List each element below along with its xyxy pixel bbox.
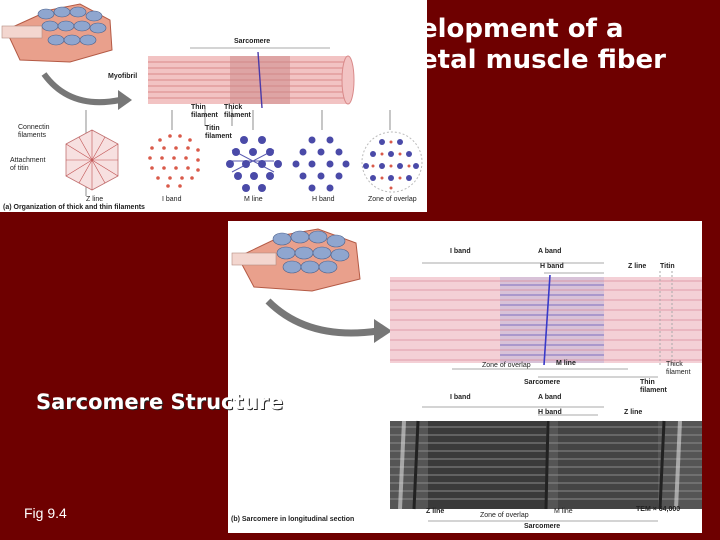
cross-section-m-line bbox=[226, 136, 282, 192]
label-b-h-band-2: H band bbox=[538, 409, 562, 416]
slide-title-line-2: etal muscle fiber bbox=[420, 45, 666, 75]
label-b-a-band: A band bbox=[538, 248, 562, 255]
label-b-zone-of-overlap-2: Zone of overlap bbox=[480, 512, 529, 519]
label-b-sarcomere: Sarcomere bbox=[524, 379, 561, 386]
label-zone-of-overlap: Zone of overlap bbox=[368, 196, 417, 203]
caption-panel-a: (a) Organization of thick and thin filam… bbox=[3, 204, 145, 211]
label-b-h-band: H band bbox=[540, 263, 564, 270]
label-b-i-band: I band bbox=[450, 248, 471, 255]
label-b-tem-magnification: TEM × 64,000 bbox=[636, 506, 681, 513]
cross-section-zone-of-overlap bbox=[361, 131, 423, 193]
cross-section-i-band bbox=[148, 134, 200, 188]
slide-title-line-1: elopment of a bbox=[420, 14, 624, 44]
label-b-m-line: M line bbox=[556, 360, 576, 367]
sarcomere-drawing bbox=[390, 262, 702, 378]
label-b-m-line-2: M line bbox=[554, 508, 573, 515]
label-b-z-line-2: Z line bbox=[624, 409, 643, 416]
label-b-z-line-3: Z line bbox=[426, 508, 445, 515]
panel-a-illustration bbox=[1, 3, 423, 196]
label-b-zone-of-overlap: Zone of overlap bbox=[482, 362, 531, 369]
label-b-sarcomere-2: Sarcomere bbox=[524, 523, 561, 530]
label-b-titin: Titin bbox=[660, 263, 675, 270]
cross-section-z-line bbox=[65, 129, 119, 191]
cross-section-h-band bbox=[292, 136, 350, 192]
label-sarcomere: Sarcomere bbox=[234, 38, 271, 45]
curved-arrow bbox=[41, 72, 121, 106]
figure-reference: Fig 9.4 bbox=[24, 505, 67, 521]
label-h-band: H band bbox=[312, 196, 335, 203]
myofibril-drawing bbox=[148, 47, 355, 109]
label-b-z-line: Z line bbox=[628, 263, 647, 270]
figure-panel-b: I band A band H band Z line Titin Zone o… bbox=[228, 221, 702, 533]
label-m-line: M line bbox=[244, 196, 263, 203]
muscle-fiber-bundle-b bbox=[231, 228, 361, 292]
label-z-line: Z line bbox=[86, 196, 104, 203]
panel-b-illustration bbox=[231, 228, 702, 522]
label-myofibril: Myofibril bbox=[108, 73, 138, 80]
caption-panel-b: (b) Sarcomere in longitudinal section bbox=[231, 516, 355, 523]
muscle-fiber-bundle bbox=[1, 3, 113, 63]
label-b-i-band-2: I band bbox=[450, 394, 471, 401]
label-i-band: I band bbox=[162, 196, 182, 203]
slide-title: elopment of a etal muscle fiber bbox=[420, 14, 666, 76]
slide-subtitle: Sarcomere Structure bbox=[36, 390, 284, 414]
label-b-a-band-2: A band bbox=[538, 394, 562, 401]
tem-micrograph bbox=[390, 420, 702, 510]
